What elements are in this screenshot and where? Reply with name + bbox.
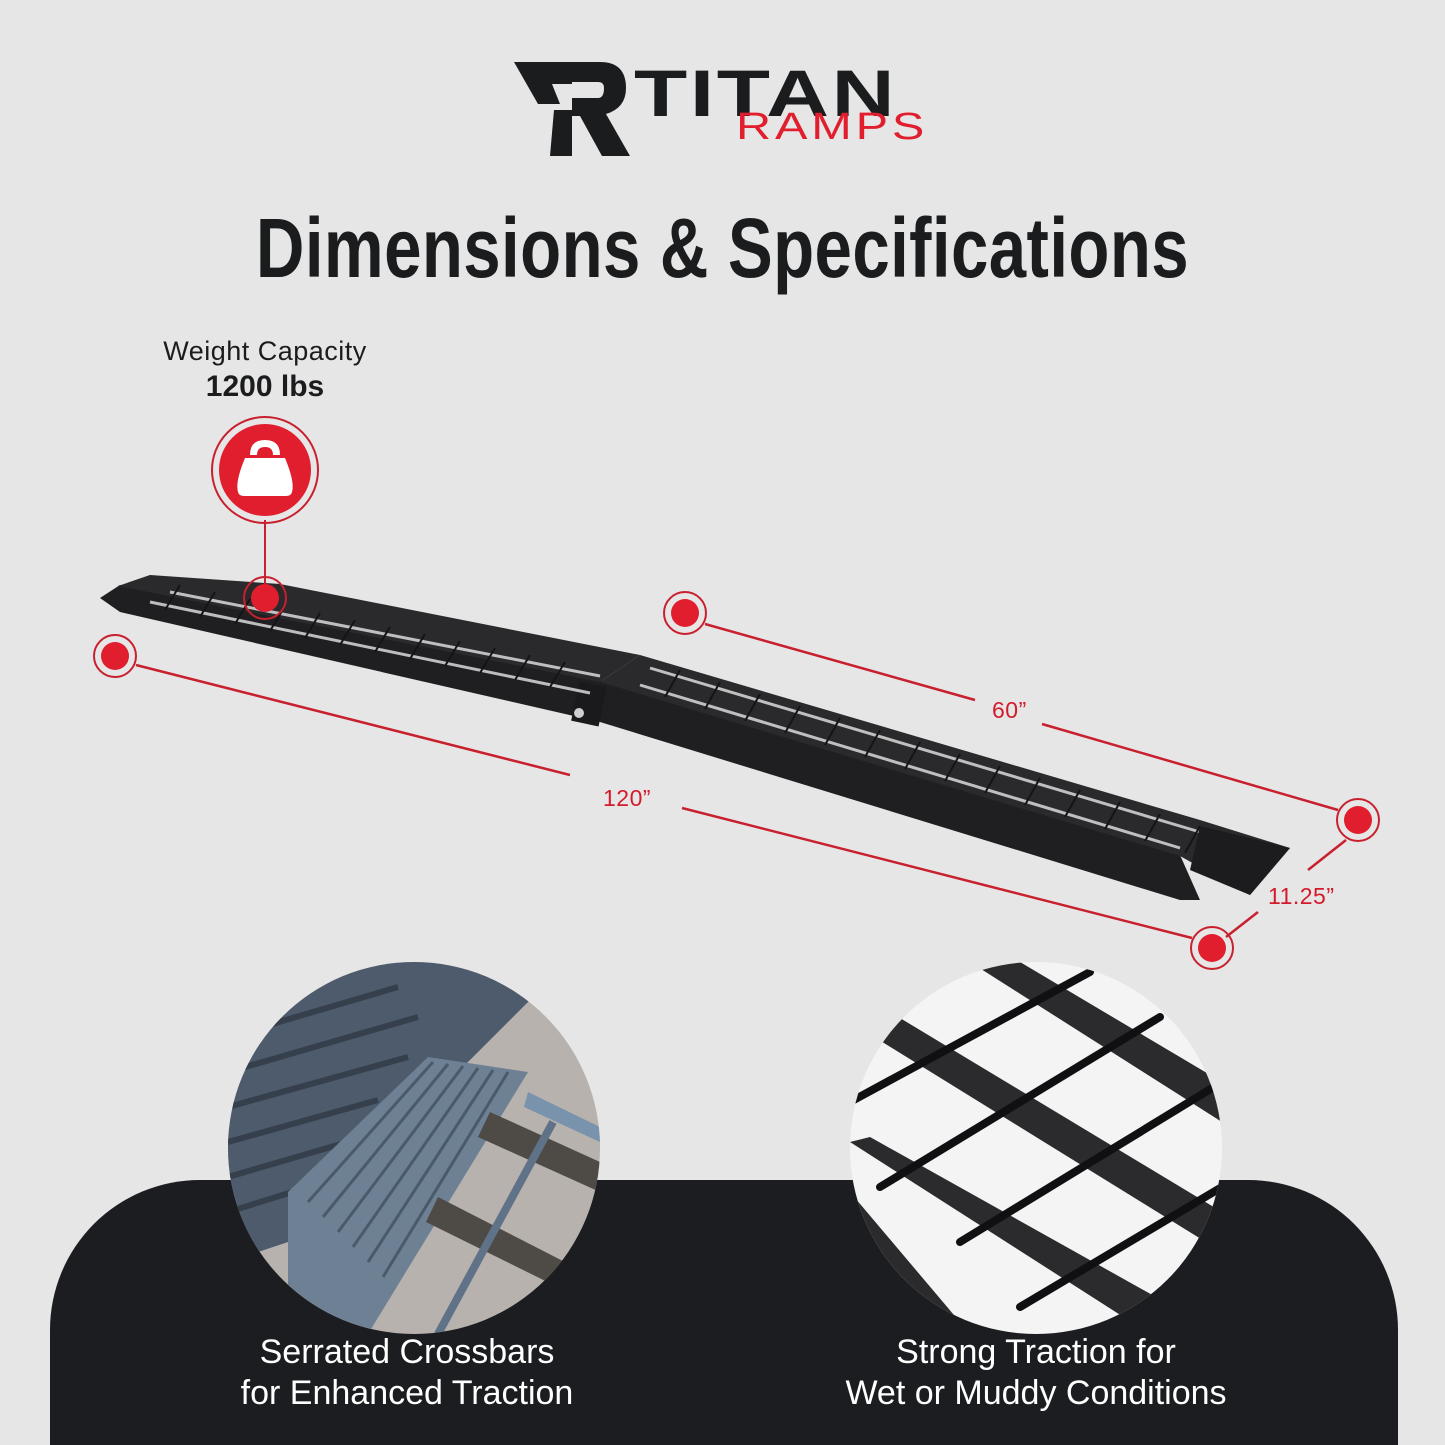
ramp-deck-upper (600, 655, 1290, 895)
dimension-width: 11.25” (1268, 883, 1335, 909)
feature-caption-line1: Serrated Crossbars (259, 1333, 555, 1371)
brand-name-titan: TITAN (634, 56, 898, 130)
ramp-illustration (93, 416, 1380, 970)
ramp-end-plate (1190, 826, 1290, 895)
dimension-total-length: 120” (603, 785, 652, 811)
section-end-marker (1344, 806, 1372, 834)
feature-image-serrated-crossbars (228, 962, 600, 1334)
weight-capacity-label: Weight Capacity (163, 336, 367, 366)
weight-point-marker (251, 584, 279, 612)
length-start-marker (101, 642, 129, 670)
brand-logo: TITAN RAMPS (514, 52, 934, 160)
kettlebell-weight-icon (237, 440, 293, 496)
dimension-section-length: 60” (992, 697, 1027, 723)
page-title: Dimensions & Specifications (255, 201, 1190, 295)
feature-caption-line1: Strong Traction for (896, 1333, 1176, 1371)
feature-caption-line2: for Enhanced Traction (240, 1374, 574, 1412)
feature-image-traction-grid (850, 962, 1222, 1334)
feature-caption-line2: Wet or Muddy Conditions (845, 1374, 1227, 1412)
tr-monogram-icon (514, 62, 630, 156)
section-start-marker (671, 599, 699, 627)
length-end-marker (1198, 934, 1226, 962)
weight-capacity-value: 1200 lbs (205, 370, 325, 403)
ramp-side-rail (100, 585, 1200, 900)
feature-caption-traction: Strong Traction for Wet or Muddy Conditi… (756, 1332, 1316, 1414)
brand-name-ramps: RAMPS (736, 106, 929, 148)
feature-caption-serrated-crossbars: Serrated Crossbars for Enhanced Traction (127, 1332, 687, 1414)
